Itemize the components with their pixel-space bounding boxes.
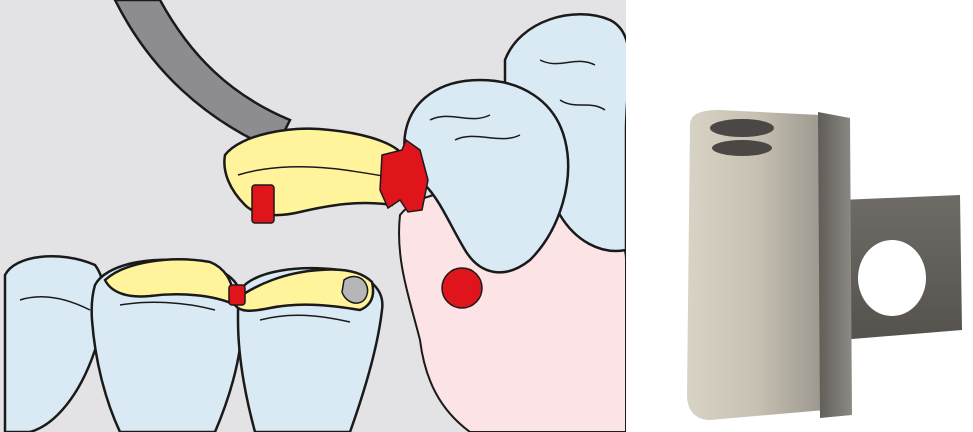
cavity-left [229, 285, 245, 305]
red-attachment-left [252, 185, 274, 223]
red-dot-marker [442, 268, 482, 308]
dental-illustration [0, 0, 626, 432]
attachment-block [687, 110, 825, 420]
attachment-hole [858, 240, 926, 316]
illustration-svg [0, 0, 626, 432]
product-photo-svg [650, 0, 973, 432]
cavity-right [342, 277, 368, 304]
block-slot-bottom [712, 140, 772, 156]
block-slot-top [710, 119, 774, 137]
product-photo [650, 0, 973, 432]
attachment-plate [818, 112, 852, 418]
